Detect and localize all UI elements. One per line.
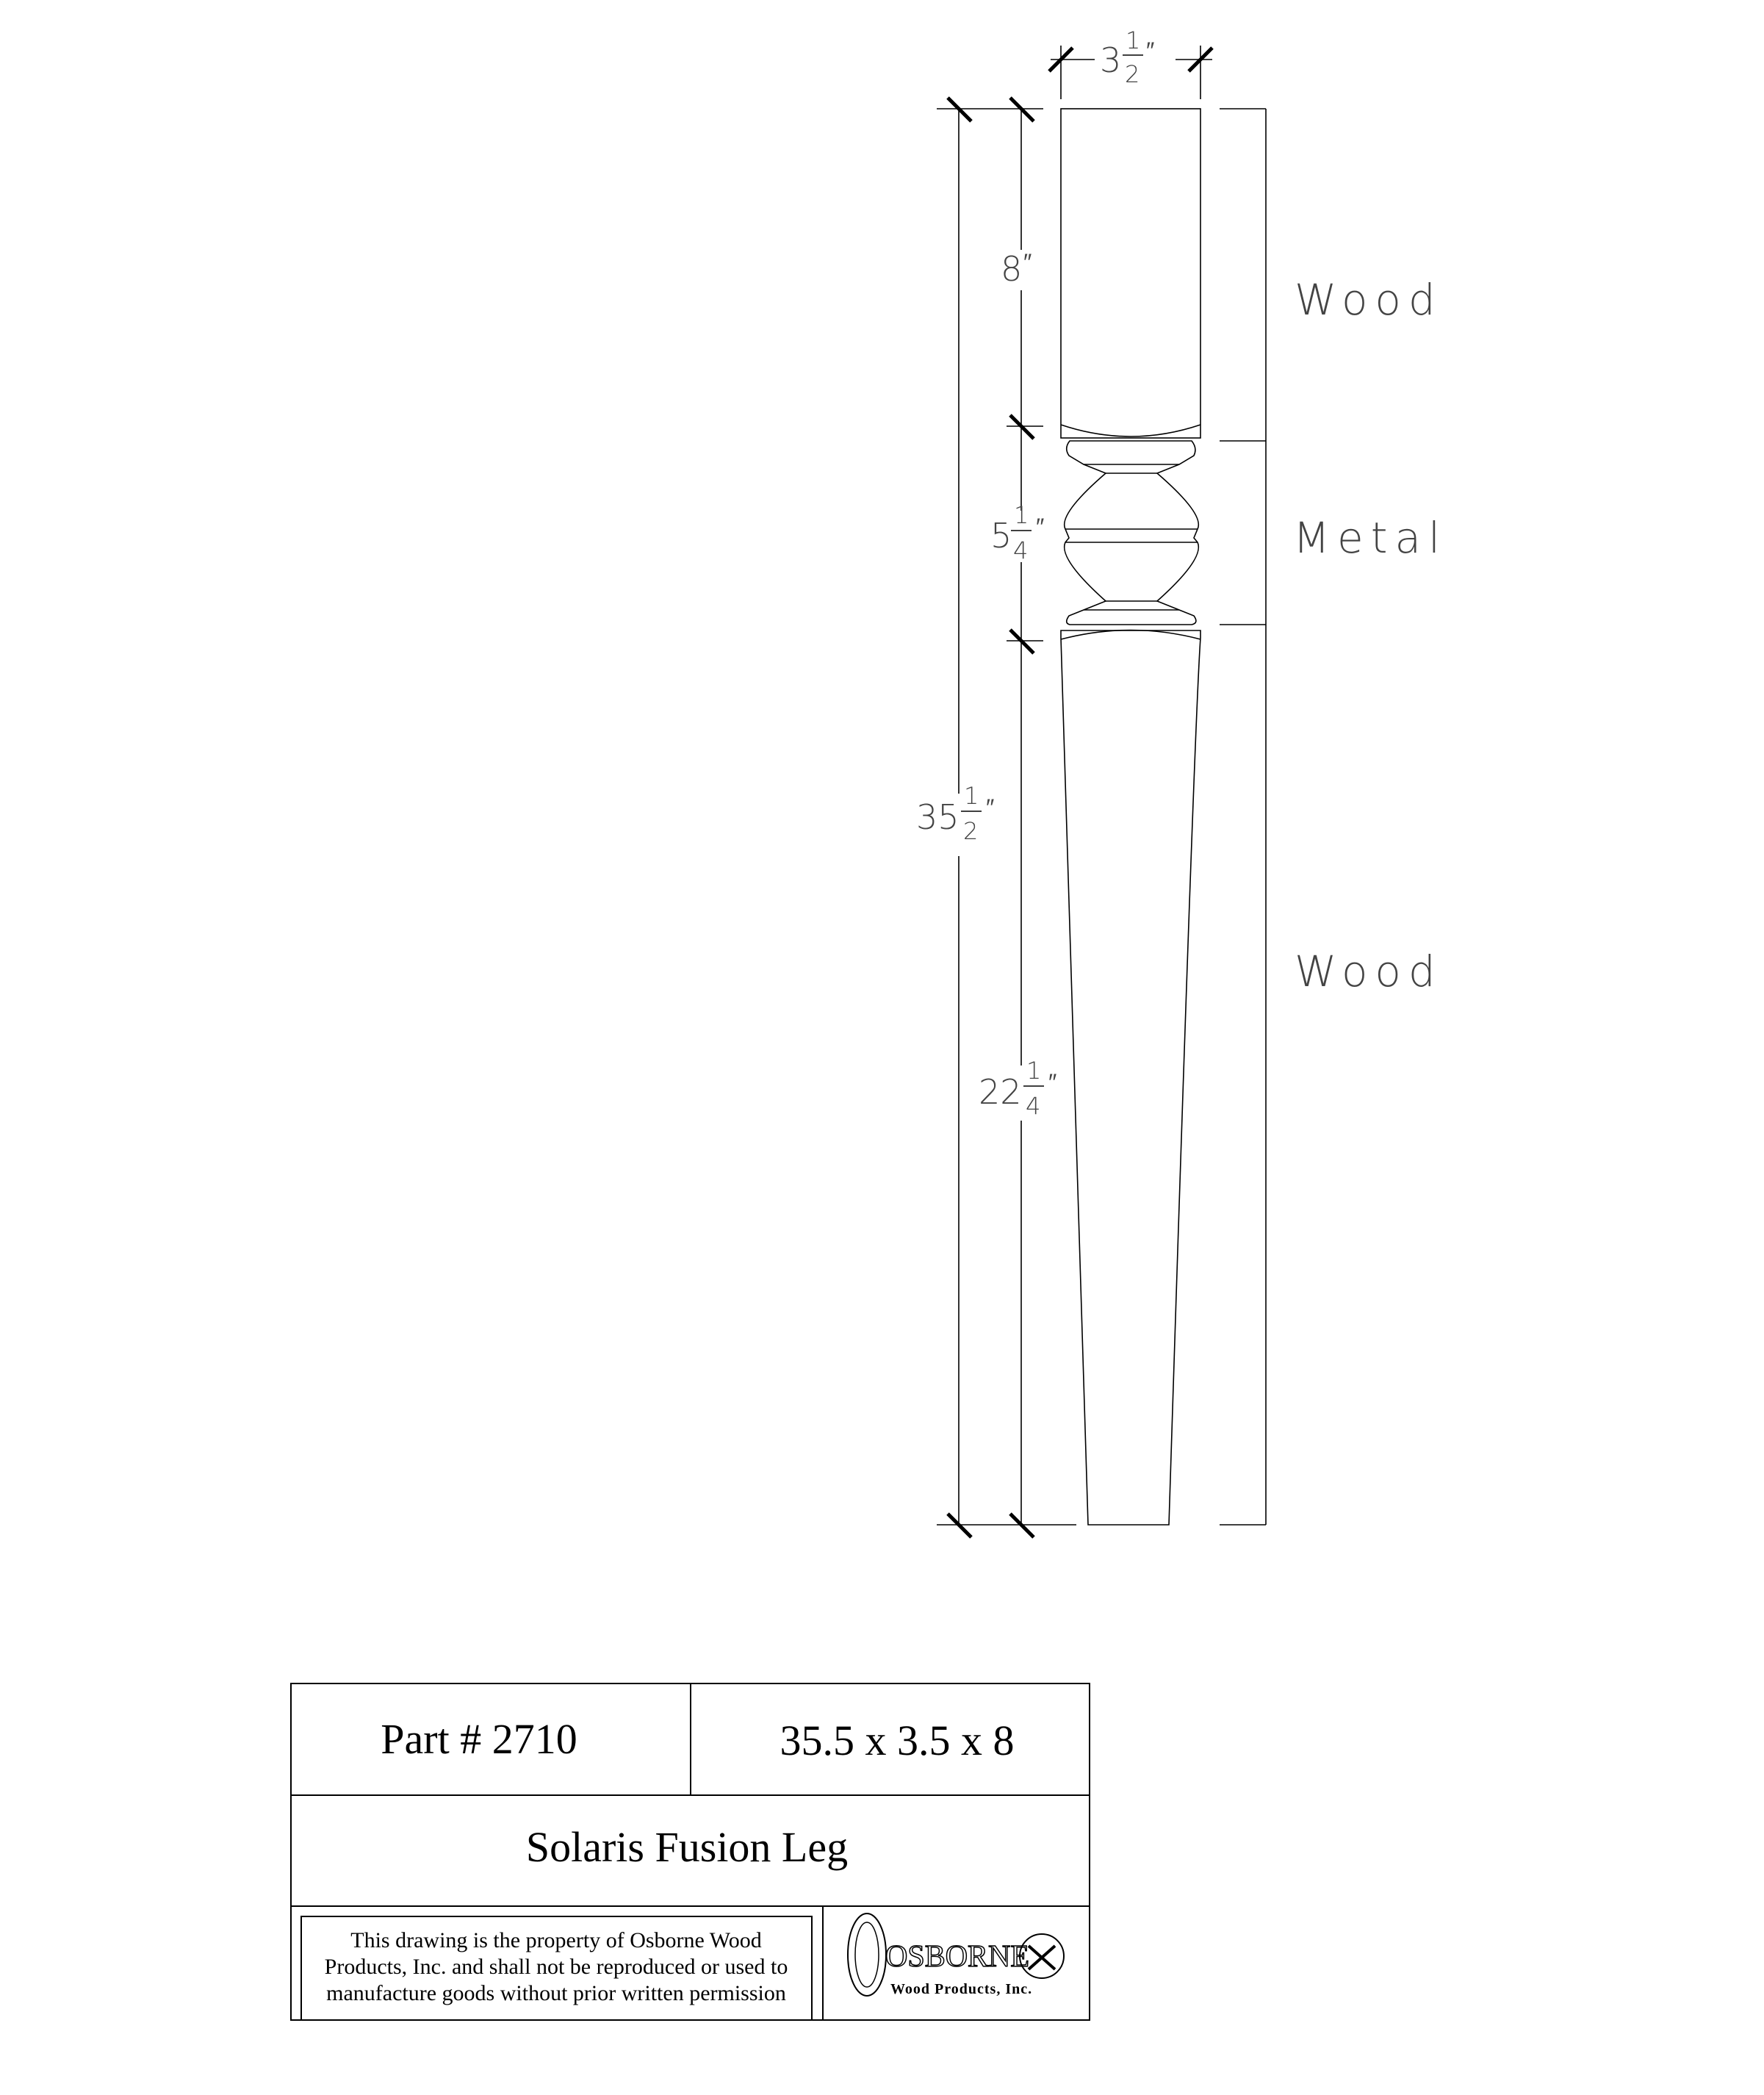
logo-name: OSBORNE bbox=[885, 1940, 1029, 1974]
width-dimension: 3 1 2 ″ bbox=[1048, 26, 1214, 99]
metal-dim-unit: ″ bbox=[1036, 513, 1044, 541]
notice-line: manufacture goods without prior written … bbox=[326, 1981, 786, 2005]
overall-dim-num: 1 bbox=[964, 782, 979, 810]
top-dim-unit: ″ bbox=[1023, 248, 1032, 276]
part-number: Part # 2710 bbox=[381, 1715, 577, 1763]
metal-dim: 5 bbox=[990, 516, 1012, 556]
title-block: Part # 2710 35.5 x 3.5 x 8 Solaris Fusio… bbox=[290, 1683, 1090, 2021]
overall-dim-den: 2 bbox=[963, 817, 978, 845]
bottom-dim: 22 bbox=[979, 1072, 1022, 1112]
bottom-dim-unit: ″ bbox=[1048, 1068, 1056, 1096]
notice-line: Products, Inc. and shall not be reproduc… bbox=[325, 1955, 788, 1979]
notice-line: This drawing is the property of Osborne … bbox=[350, 1928, 761, 1952]
part-dimensions: 35.5 x 3.5 x 8 bbox=[780, 1717, 1015, 1764]
part-name: Solaris Fusion Leg bbox=[526, 1823, 848, 1871]
overall-dim-unit: ″ bbox=[986, 794, 994, 822]
material-label-metal: Metal bbox=[1293, 513, 1447, 563]
material-bracket: Wood Metal Wood bbox=[1220, 108, 1447, 1526]
width-dim-whole: 3 bbox=[1100, 40, 1121, 80]
metal-dim-num: 1 bbox=[1014, 501, 1029, 529]
width-dim-den: 2 bbox=[1125, 60, 1140, 88]
overall-dim: 35 bbox=[916, 797, 960, 837]
material-label-wood-bottom: Wood bbox=[1295, 946, 1443, 996]
vertical-dimensions: 8 ″ 5 1 4 ″ 35 1 2 ″ 22 1 4 ″ bbox=[916, 96, 1076, 1539]
logo-tagline: Wood Products, Inc. bbox=[890, 1981, 1032, 1997]
material-label-wood-top: Wood bbox=[1295, 275, 1443, 325]
width-dim-num: 1 bbox=[1126, 26, 1140, 54]
metal-dim-den: 4 bbox=[1013, 536, 1028, 564]
width-dim-unit: ″ bbox=[1146, 37, 1154, 65]
bottom-dim-den: 4 bbox=[1026, 1092, 1040, 1120]
leg-outline bbox=[1060, 108, 1201, 1526]
osborne-logo: OSBORNE Wood Products, Inc. bbox=[847, 1913, 1065, 1997]
bottom-dim-num: 1 bbox=[1026, 1057, 1041, 1085]
top-dim: 8 bbox=[1001, 249, 1022, 289]
